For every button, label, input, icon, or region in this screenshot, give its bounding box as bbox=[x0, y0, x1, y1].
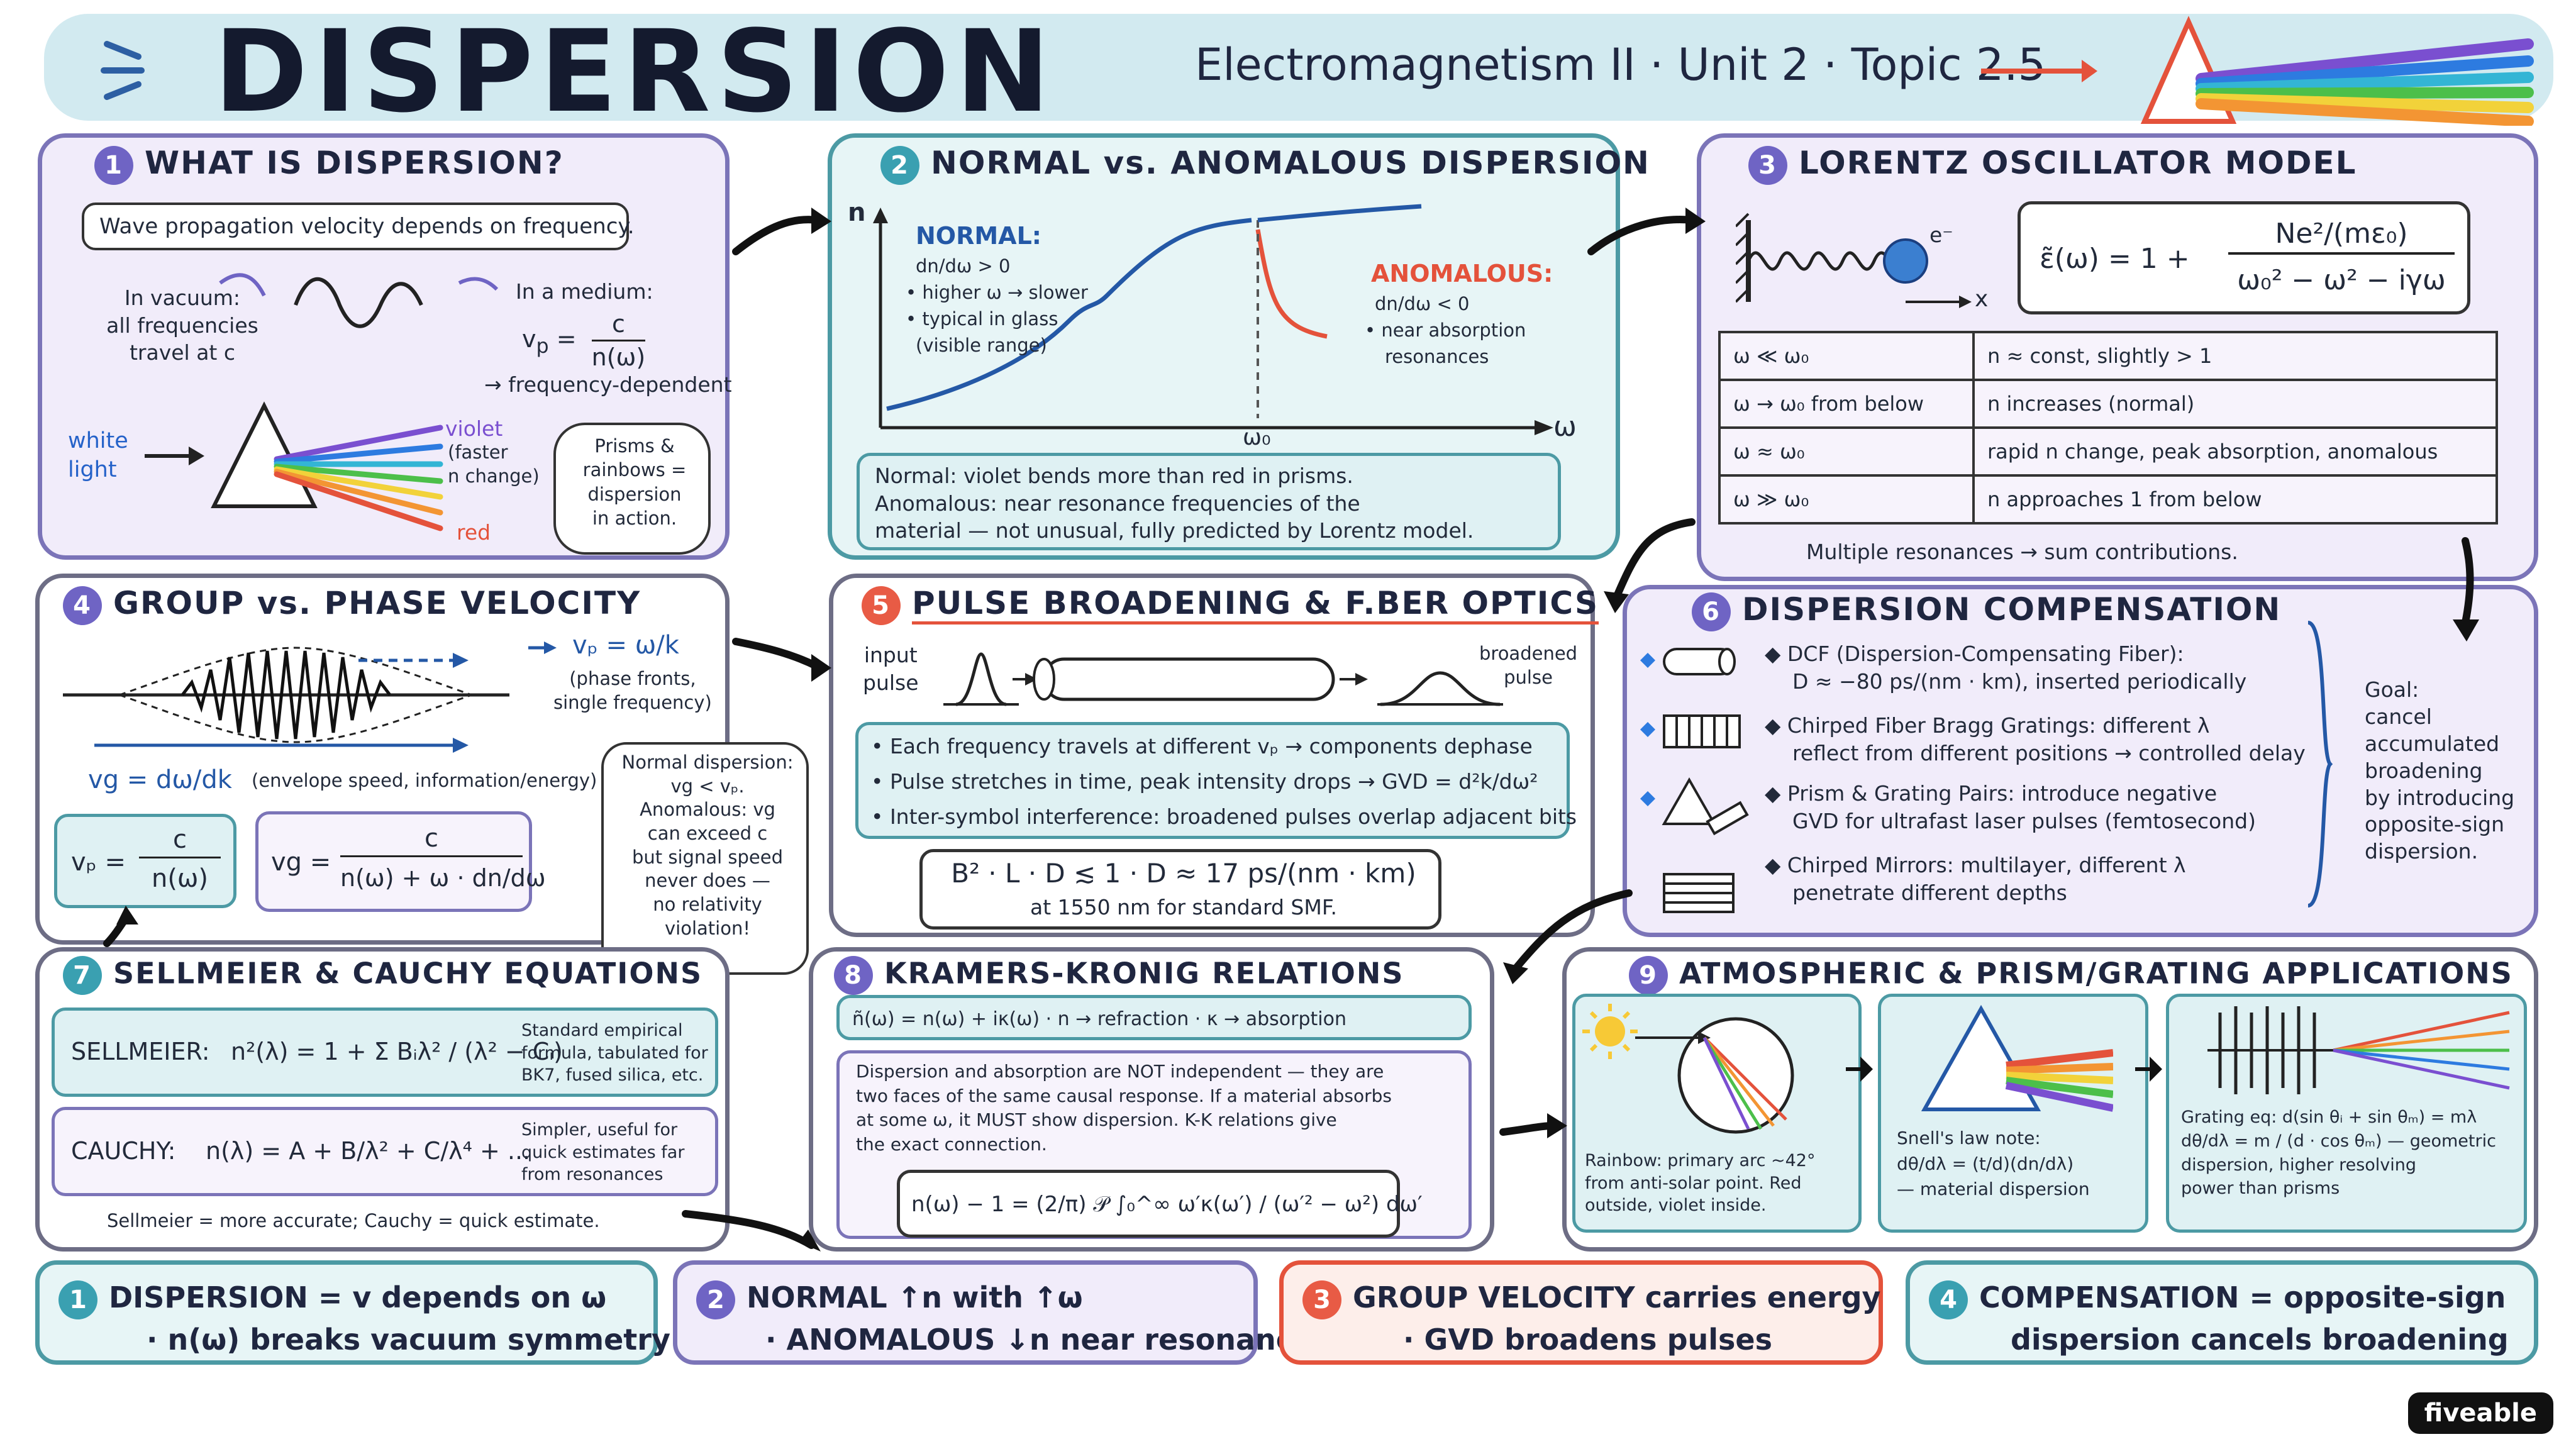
grating-panel bbox=[2166, 994, 2527, 1233]
normal-label: NORMAL: bbox=[916, 222, 1042, 250]
header-banner bbox=[44, 14, 2553, 121]
snell-note: Snell's law note:dθ/dλ = (t/d)(dn/dλ)— m… bbox=[1897, 1128, 2090, 1200]
normal-anomalous-note-box: Normal: violet bends more than red in pr… bbox=[857, 453, 1561, 550]
lorentz-footer: Multiple resonances → sum contributions. bbox=[1806, 540, 2238, 564]
phase-velocity-box: vₚ = c n(ω) bbox=[54, 814, 236, 908]
prism-rainbow-icon bbox=[1981, 16, 2534, 126]
section-1-number: 1 bbox=[94, 145, 133, 185]
goal-brace bbox=[2307, 621, 2333, 908]
section-9-number: 9 bbox=[1629, 956, 1668, 995]
x-axis-label: x bbox=[1975, 286, 1989, 312]
grating-diagram bbox=[2207, 1006, 2510, 1094]
page-subtitle: Electromagnetism II · Unit 2 · Topic 2.5 bbox=[1195, 39, 2046, 91]
refractive-index-chart bbox=[873, 204, 1553, 435]
electron-label: e⁻ bbox=[1929, 223, 1953, 247]
kk-relation-box: n(ω) − 1 = (2/π) 𝒫 ∫₀^∞ ω′κ(ω′) / (ω′² −… bbox=[897, 1170, 1423, 1238]
permittivity-formula-box: ε̃(ω) = 1 + Ne²/(mε₀) ω₀² − ω² − iγω bbox=[2018, 201, 2470, 314]
n-axis-label: n bbox=[848, 198, 866, 227]
cauchy-box: CAUCHY: n(λ) = A + B/λ² + C/λ⁴ + ... Sim… bbox=[52, 1107, 718, 1196]
bandwidth-limit-box: B² · L · D ≲ 1 · D ≈ 17 ps/(nm · km) at … bbox=[919, 849, 1441, 930]
complex-index-box: ñ(ω) = n(ω) + iκ(ω) · n → refraction · κ… bbox=[836, 995, 1472, 1040]
anomalous-label: ANOMALOUS: bbox=[1371, 260, 1553, 287]
spring-oscillator-diagram bbox=[1736, 213, 1972, 308]
section-2-number: 2 bbox=[880, 145, 919, 185]
omega-zero-label: ω₀ bbox=[1243, 425, 1271, 450]
prism-snell-diagram bbox=[1921, 1004, 2113, 1112]
fiber-pulse-diagram bbox=[943, 652, 1503, 706]
compensation-item-dcf: ◆ DCF (Dispersion-Compensating Fiber):D … bbox=[1765, 641, 2247, 694]
phase-velocity-formula: vp = c n(ω) bbox=[522, 308, 646, 373]
envelope-note: (envelope speed, information/energy) bbox=[252, 770, 597, 791]
card-dispersion-compensation bbox=[1623, 585, 2538, 937]
section-5-number: 5 bbox=[862, 586, 901, 625]
sellmeier-box: SELLMEIER: n²(λ) = 1 + Σ Bᵢλ² / (λ² − Cᵢ… bbox=[52, 1008, 718, 1097]
header-sparkle-icon bbox=[101, 41, 145, 100]
card-sellmeier-cauchy bbox=[35, 947, 730, 1252]
section-4-number: 4 bbox=[63, 586, 102, 625]
compensation-item-mirrors: ◆ Chirped Mirrors: multilayer, different… bbox=[1765, 853, 2186, 905]
wave-packet-diagram bbox=[63, 641, 557, 753]
group-velocity-box: vg = c n(ω) + ω · dn/dω bbox=[255, 811, 546, 912]
page-title: DISPERSION bbox=[214, 6, 1057, 138]
phase-fronts-note: (phase fronts,single frequency) bbox=[553, 668, 712, 714]
section-7-number: 7 bbox=[63, 956, 102, 995]
sellmeier-cauchy-footer: Sellmeier = more accurate; Cauchy = quic… bbox=[107, 1210, 600, 1231]
violet-label: violet bbox=[445, 416, 503, 441]
pulse-bullets-box: • Each frequency travels at different vₚ… bbox=[855, 722, 1577, 839]
normal-notes: dn/dω > 0• higher ω → slower• typical in… bbox=[906, 255, 1088, 357]
section-6-number: 6 bbox=[1692, 592, 1731, 631]
group-velocity-eq: vg = dω/dk bbox=[88, 765, 232, 794]
section-8-number: 8 bbox=[834, 956, 873, 995]
snell-panel bbox=[1878, 994, 2148, 1233]
phase-velocity-eq: vₚ = ω/k bbox=[572, 631, 679, 660]
fiveable-logo: fiveable bbox=[2407, 1392, 2553, 1434]
rainbow-drop-diagram bbox=[1582, 1004, 1794, 1134]
dispersion-summary-box: Wave propagation velocity depends on fre… bbox=[82, 203, 635, 250]
prism-dispersion-diagram bbox=[145, 401, 443, 531]
compensation-icons bbox=[1640, 648, 1749, 913]
compensation-item-fbg: ◆ Chirped Fiber Bragg Gratings: differen… bbox=[1765, 713, 2306, 765]
red-label: red bbox=[457, 520, 491, 545]
wave-diagram bbox=[219, 273, 499, 328]
medium-label: In a medium: bbox=[516, 279, 653, 304]
section-3-number: 3 bbox=[1748, 145, 1787, 185]
frequency-dependent-note: → frequency-dependent bbox=[484, 372, 732, 397]
rainbow-note: Rainbow: primary arc ~42°from anti-solar… bbox=[1585, 1151, 1816, 1216]
compensation-item-prism: ◆ Prism & Grating Pairs: introduce negat… bbox=[1765, 781, 2256, 833]
omega-axis-label: ω bbox=[1553, 411, 1577, 443]
